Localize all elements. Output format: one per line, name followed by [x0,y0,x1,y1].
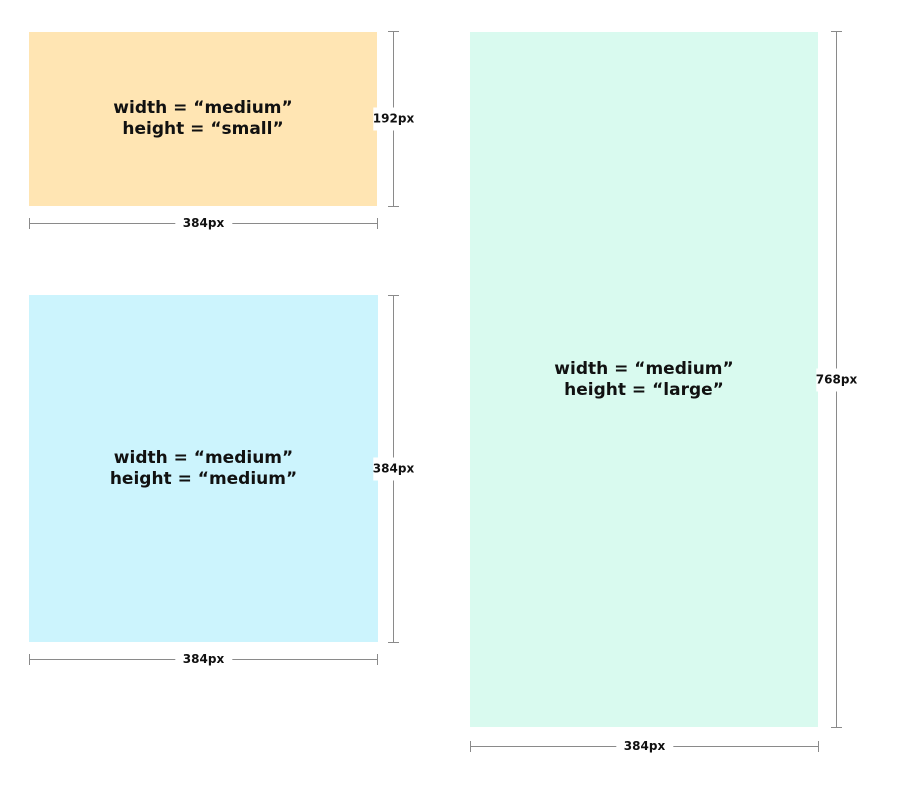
box-medium: width = “medium” height = “medium” [29,295,378,642]
box-medium-height-dimension: 384px [372,295,415,643]
box-large-width-dimension: 384px [470,740,819,753]
box-medium-height-dimension-label: 384px [372,457,415,481]
box-small-height-dimension-label: 192px [372,107,415,131]
box-large-height-dimension-label: 768px [815,368,858,391]
box-small: width = “medium” height = “small” [29,32,377,206]
box-medium-width-label: width = “medium” [113,447,294,468]
box-small-width-dimension: 384px [29,217,378,230]
box-large-height-dimension: 768px [815,31,858,728]
box-small-width-label: width = “medium” [113,98,293,118]
box-small-height-label: height = “small” [122,119,284,139]
box-medium-width-dimension: 384px [29,653,378,666]
box-large: width = “medium” height = “large” [470,32,818,727]
box-medium-height-label: height = “medium” [109,468,298,489]
box-large-height-label: height = “large” [564,379,724,400]
box-large-width-label: width = “medium” [554,358,734,379]
box-medium-width-dimension-label: 384px [174,653,233,666]
box-large-width-dimension-label: 384px [615,740,674,753]
box-small-height-dimension: 192px [372,31,415,207]
box-small-width-dimension-label: 384px [174,217,233,230]
